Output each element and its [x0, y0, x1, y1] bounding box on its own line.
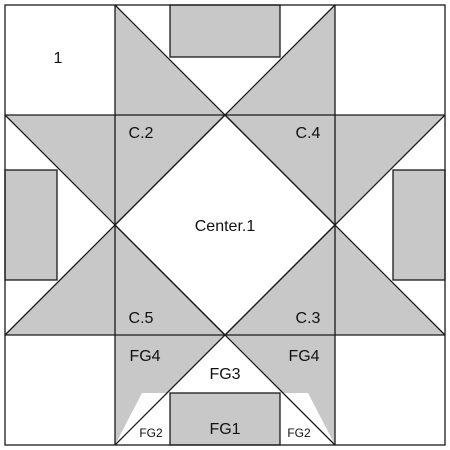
diag-left-lower	[4, 114, 226, 336]
top-white-triangle	[170, 57, 280, 115]
label-c5: C.5	[129, 310, 154, 327]
patch-labels: 1 C.2 C.4 Center.1 C.5 C.3 FG4 FG4 FG3 F…	[54, 50, 321, 440]
right-rectangle	[393, 170, 445, 280]
label-c4: C.4	[296, 125, 321, 142]
bottom-white-triangle	[170, 335, 280, 393]
label-center: Center.1	[195, 218, 256, 235]
label-c3: C.3	[296, 310, 321, 327]
label-fg4-right: FG4	[288, 348, 319, 365]
label-c2: C.2	[129, 125, 154, 142]
left-rectangle-outline	[4, 169, 58, 281]
top-rectangle-outline	[169, 4, 281, 58]
label-fg3: FG3	[209, 366, 240, 383]
left-white-triangle	[57, 170, 115, 280]
label-fg2-left: FG2	[139, 426, 163, 440]
label-fg4-left: FG4	[129, 348, 160, 365]
left-rectangle	[5, 170, 57, 280]
right-rectangle-outline	[392, 169, 446, 281]
diag-right-lower	[224, 114, 446, 336]
label-block-1: 1	[54, 50, 63, 67]
bottom-rectangle	[170, 393, 280, 445]
top-rectangle	[170, 5, 280, 57]
bottom-rectangle-outline	[169, 392, 281, 446]
label-fg2-right: FG2	[287, 426, 311, 440]
right-white-triangle	[335, 170, 393, 280]
outline-lines	[4, 4, 446, 446]
label-fg1: FG1	[209, 421, 240, 438]
